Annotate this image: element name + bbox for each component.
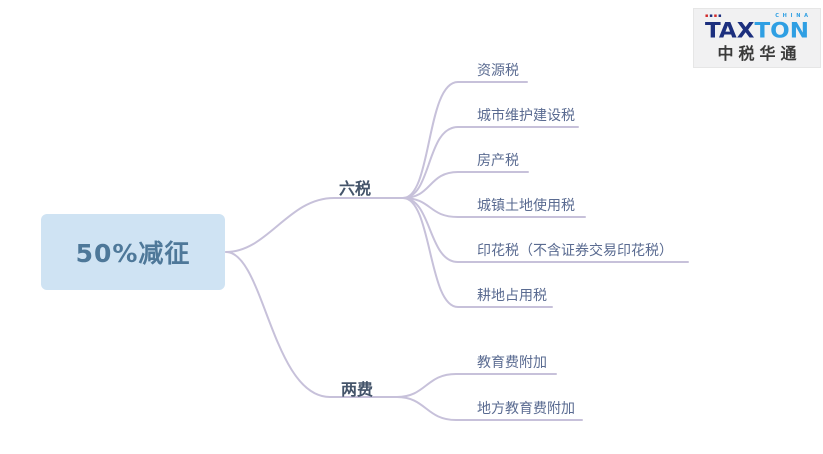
leaf-node-education-surcharge[interactable]: 教育费附加: [477, 355, 547, 371]
edge-root-to-two-fees: [225, 251, 398, 398]
leaf-node-stamp-tax[interactable]: 印花税（不含证券交易印花税）: [477, 243, 673, 259]
leaf-node-urban-maintenance-tax[interactable]: 城市维护建设税: [477, 108, 575, 124]
edge-six-to-resource-tax: [402, 81, 528, 199]
edge-two-to-local-education-surcharge: [396, 396, 583, 421]
leaf-node-urban-land-use-tax[interactable]: 城镇土地使用税: [477, 198, 575, 214]
logo-accent-marks-icon: ▪▪▪▪: [705, 13, 723, 19]
edge-six-to-property-tax: [402, 171, 529, 199]
logo-brand-wordmark: TAXTON: [705, 19, 809, 43]
branch-node-two-fees[interactable]: 两费: [341, 380, 374, 399]
logo-brand-ton: TON: [754, 19, 809, 43]
edge-six-to-urban-maintenance-tax: [402, 126, 579, 199]
edge-six-to-farmland-occupation-tax: [402, 197, 553, 308]
edge-two-to-education-surcharge: [396, 373, 557, 398]
edge-root-to-six-taxes: [225, 197, 404, 253]
root-node-50-percent-reduction[interactable]: 50%减征: [41, 214, 225, 290]
leaf-node-farmland-occupation-tax[interactable]: 耕地占用税: [477, 288, 547, 304]
logo-chinese-name: 中税华通: [717, 44, 802, 63]
branch-node-six-taxes[interactable]: 六税: [339, 179, 372, 198]
taxton-logo: ▪▪▪▪ C H I N A TAXTON 中税华通: [693, 8, 821, 68]
leaf-node-resource-tax[interactable]: 资源税: [477, 63, 519, 79]
edge-six-to-stamp-tax: [402, 197, 689, 263]
logo-brand-tax: TAX: [705, 19, 755, 43]
logo-country-label: C H I N A: [775, 13, 809, 19]
edge-six-to-urban-land-use-tax: [402, 197, 586, 218]
logo-top-row: ▪▪▪▪ C H I N A: [705, 14, 809, 19]
leaf-node-local-education-surcharge[interactable]: 地方教育费附加: [477, 401, 575, 417]
leaf-node-property-tax[interactable]: 房产税: [477, 153, 519, 169]
